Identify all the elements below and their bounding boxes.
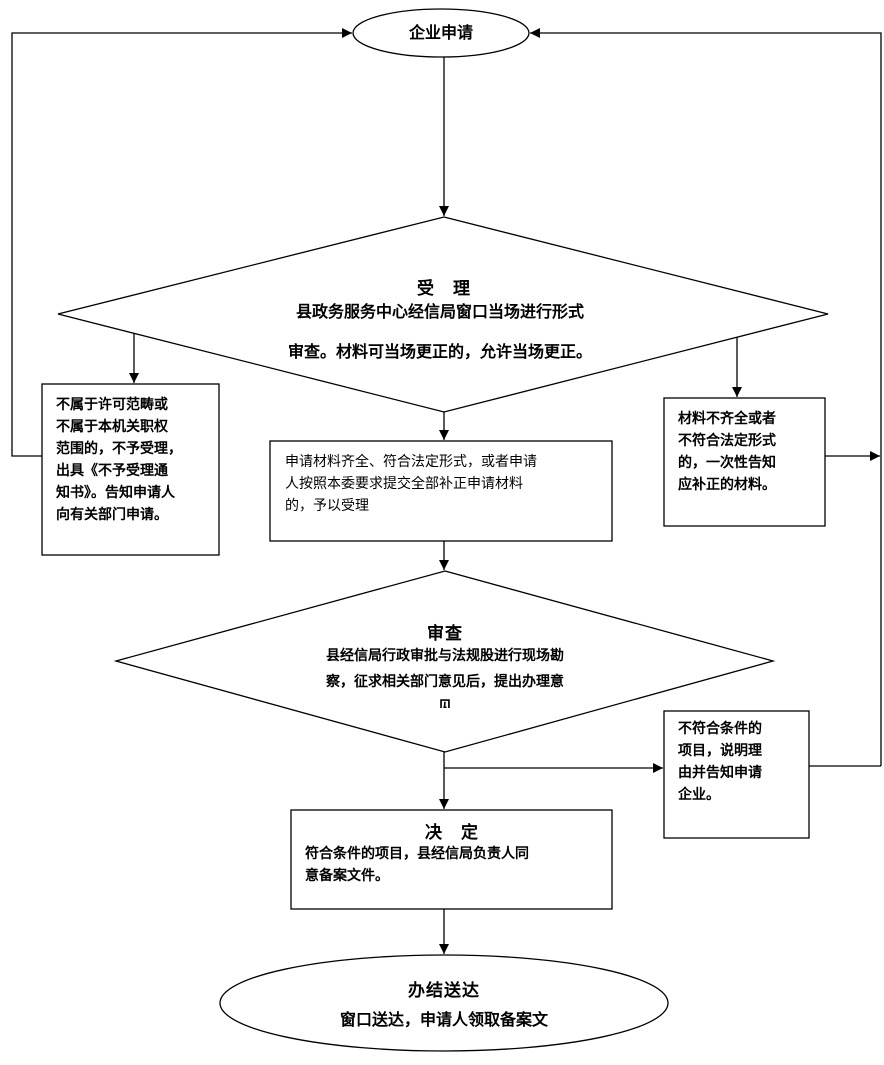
decision-line-1: 符合条件的项目，县经信局负责人同 — [305, 846, 529, 862]
start-ellipse — [352, 8, 530, 58]
review-line-3: 见 — [438, 699, 452, 708]
not-qualified-line-1: 不符合条件的 — [678, 721, 762, 737]
accept-title: 受 理 — [417, 279, 471, 299]
accepted-line-2: 人按照本委要求提交全部补正申请材料 — [285, 476, 523, 492]
finish-title: 办结送达 — [408, 981, 480, 1001]
incomplete-box — [663, 397, 826, 527]
not-qualified-text: 不符合条件的 项目，说明理 由并告知申请 企业。 — [678, 718, 808, 806]
reject-scope-line-5: 知书》。告知申请人 — [56, 485, 175, 501]
reject-scope-line-1: 不属于许可范畴或 — [56, 397, 168, 413]
accept-line-2: 审查。材料可当场更正的，允许当场更正。 — [287, 342, 592, 361]
decision-box — [290, 809, 613, 910]
reject-scope-box — [41, 383, 220, 556]
decision-title: 决 定 — [425, 823, 479, 843]
incomplete-line-1: 材料不齐全或者 — [678, 411, 776, 427]
accepted-line-3: 的，予以受理 — [285, 498, 369, 514]
arrow-reject-scope-back-to-start — [11, 28, 352, 457]
review-line-1: 县经信局行政审批与法规股进行现场勘 — [326, 648, 564, 664]
incomplete-line-3: 的，一次性告知 — [678, 455, 776, 471]
reject-scope-text: 不属于许可范畴或 不属于本机关职权 范围的，不予受理， 出具《不予受理通 知书》… — [56, 394, 216, 526]
finish-line: 窗口送达，申请人领取备案文 — [339, 1010, 548, 1029]
finish-ellipse — [219, 954, 669, 1052]
incomplete-text: 材料不齐全或者 不符合法定形式 的，一次性告知 应补正的材料。 — [678, 408, 823, 496]
not-qualified-line-3: 由并告知申请 — [678, 765, 762, 781]
decision-line-2: 意备案文件。 — [305, 868, 389, 884]
review-diamond — [113, 570, 776, 753]
arrow-right-side-back-to-start — [530, 28, 882, 766]
not-qualified-line-2: 项目，说明理 — [678, 743, 762, 759]
not-qualified-line-4: 企业。 — [678, 787, 720, 803]
review-title: 审查 — [427, 624, 463, 644]
accepted-box — [269, 440, 613, 542]
reject-scope-line-6: 向有关部门申请。 — [56, 507, 168, 523]
incomplete-line-2: 不符合法定形式 — [678, 433, 776, 449]
accepted-text: 申请材料齐全、符合法定形式，或者申请 人按照本委要求提交全部补正申请材料 的，予… — [285, 451, 610, 517]
reject-scope-line-3: 范围的，不予受理， — [56, 441, 182, 457]
not-qualified-box — [663, 710, 810, 839]
start-label: 企业申请 — [408, 23, 473, 42]
reject-scope-line-4: 出具《不予受理通 — [56, 463, 168, 479]
accepted-line-1: 申请材料齐全、符合法定形式，或者申请 — [285, 454, 537, 470]
reject-scope-line-2: 不属于本机关职权 — [56, 419, 168, 435]
decision-text: 符合条件的项目，县经信局负责人同 意备案文件。 — [305, 843, 610, 887]
incomplete-line-4: 应补正的材料。 — [678, 477, 776, 493]
accept-line-1: 县政务服务中心经信局窗口当场进行形式 — [295, 302, 584, 321]
review-line-2: 察，征求相关部门意见后，提出办理意 — [326, 674, 564, 690]
